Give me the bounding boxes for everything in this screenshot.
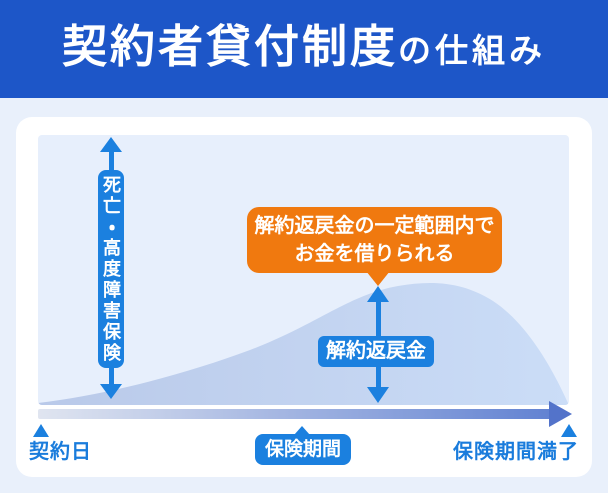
contract-start-marker-icon xyxy=(33,424,49,437)
page-header: 契約者貸付制度 の仕組み xyxy=(0,0,608,98)
chart-panel: 死亡・高度障害保険 解約返戻金の一定範囲内で お金を借りられる 解約返戻金 xyxy=(38,135,569,405)
policy-period-label: 保険期間 xyxy=(255,434,351,465)
up-arrowhead-icon xyxy=(100,137,122,152)
maturity-label: 保険期間満了 xyxy=(453,441,579,463)
callout-tail-icon xyxy=(366,271,390,286)
maturity-marker-icon xyxy=(561,424,577,437)
death-benefit-bar: 死亡・高度障害保険 xyxy=(98,170,124,368)
surrender-value-label: 解約返戻金 xyxy=(318,336,434,367)
loan-callout-line-2: お金を借りられる xyxy=(294,243,455,265)
diagram-card: 死亡・高度障害保険 解約返戻金の一定範囲内で お金を借りられる 解約返戻金 契約… xyxy=(16,117,592,477)
page-title-suffix: の仕組み xyxy=(398,32,546,69)
arrow-shaft xyxy=(109,366,114,388)
loan-callout-line-1: 解約返戻金の一定範囲内で xyxy=(254,215,495,237)
contract-date-label: 契約日 xyxy=(29,441,92,463)
up-arrowhead-icon xyxy=(367,286,389,302)
down-arrowhead-icon xyxy=(100,384,122,399)
loan-callout-bubble: 解約返戻金の一定範囲内で お金を借りられる xyxy=(247,207,502,273)
arrow-shaft xyxy=(109,149,114,173)
timeline-arrowhead-icon xyxy=(549,401,572,427)
page-title: 契約者貸付制度 xyxy=(61,21,398,72)
surrender-value-curve xyxy=(38,282,569,405)
death-benefit-label: 死亡・高度障害保険 xyxy=(101,174,121,364)
timeline-arrow xyxy=(38,409,552,419)
down-arrowhead-icon xyxy=(367,387,389,403)
policy-period-tail-icon xyxy=(294,426,310,435)
